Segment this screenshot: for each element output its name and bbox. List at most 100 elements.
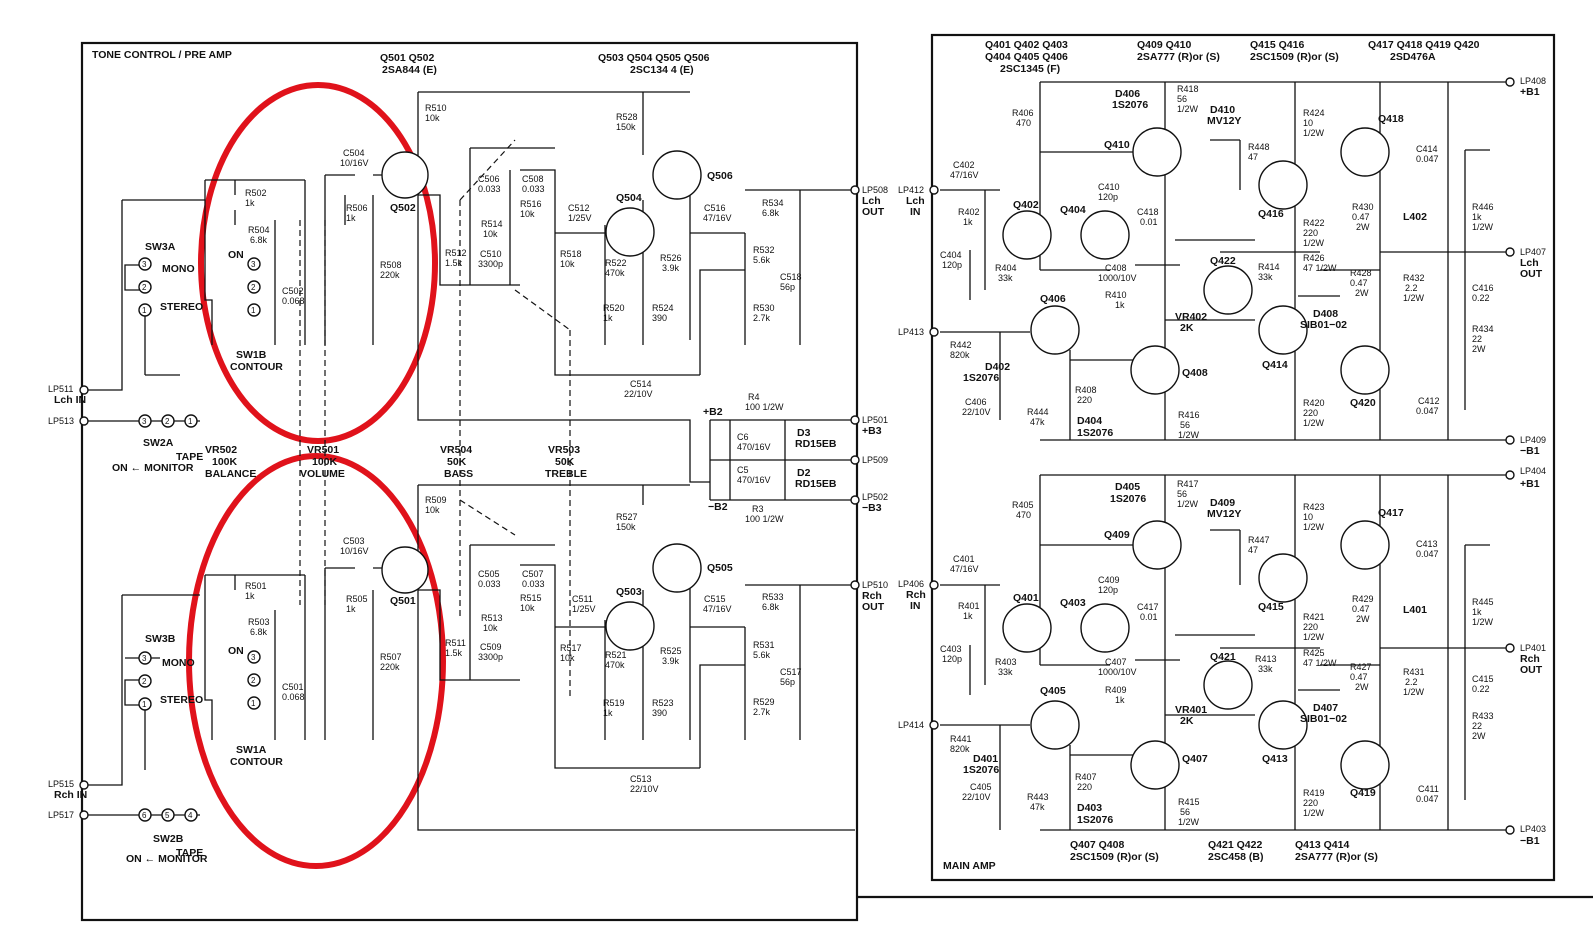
tone-label-c6v: 470/16V (737, 442, 771, 452)
pin-sw1b-0: 3 (251, 260, 256, 269)
tone-label-r3: R3 (752, 504, 764, 514)
terminal-lp412 (929, 185, 939, 195)
tone-label-c505: C505 (478, 569, 500, 579)
pin-sw3a-1: 2 (142, 283, 147, 292)
terminal-lp403 (1505, 825, 1515, 835)
main-label-r414v: 33k (1258, 272, 1273, 282)
tone-label-c508: C508 (522, 174, 544, 184)
main-label-r408v: 220 (1077, 395, 1092, 405)
transistor-q415 (1258, 553, 1308, 603)
pin-sw1a-1: 2 (251, 676, 256, 685)
main-label-q404: Q404 (1060, 204, 1086, 216)
main-label-q421: Q421 (1210, 651, 1236, 663)
tone-label-r531: R531 (753, 640, 775, 650)
main-label-r430: R430 (1352, 202, 1374, 212)
tone-label-r521v: 470k (605, 660, 625, 670)
terminal-lp501 (850, 415, 860, 425)
main-label-r432: R432 (1403, 273, 1425, 283)
tone-label-q501: Q501 (390, 595, 416, 607)
main-label-r442v: 820k (950, 350, 970, 360)
tone-label-sw1b: SW1B (236, 349, 267, 361)
main-label-lp408: LP408 (1520, 76, 1546, 86)
tone-label-r523v: 390 (652, 708, 667, 718)
tone-label-c514v: 22/10V (624, 389, 653, 399)
tone-label-r509: R509 (425, 495, 447, 505)
main-label-r414: R414 (1258, 262, 1280, 272)
tone-label-r505: R505 (346, 594, 368, 604)
main-label-r431: R431 (1403, 667, 1425, 677)
tone-label-c514: C514 (630, 379, 652, 389)
tone-label-r529: R529 (753, 697, 775, 707)
tone-label-r517v: 10k (560, 653, 575, 663)
main-label-pb1: +B1 (1520, 86, 1540, 98)
pin-sw1a-0: 3 (251, 653, 256, 662)
main-label-r448: R448 (1248, 142, 1270, 152)
tone-label-c5v: 470/16V (737, 475, 771, 485)
transistor-q410 (1132, 127, 1182, 177)
pin-sw3b-2: 1 (142, 700, 147, 709)
tone-label-d2: D2 (797, 467, 811, 479)
main-label-r404: R404 (995, 263, 1017, 273)
transistor-q405 (1030, 700, 1080, 750)
main-label-r428: R428 (1350, 268, 1372, 278)
main-amp-wiring (940, 81, 1508, 831)
transistor-q420 (1340, 345, 1390, 395)
tone-label-lp502: LP502 (862, 492, 888, 502)
main-label-c408: C408 (1105, 263, 1127, 273)
tone-label-onm2: ON ← MONITOR (126, 853, 208, 865)
tone-label-r519v: 1k (603, 708, 613, 718)
section-frames (80, 33, 1593, 922)
terminal-lp413 (929, 327, 939, 337)
terminal-lp511 (79, 385, 89, 395)
main-label-d408: D408 (1313, 308, 1338, 320)
main-label-d410: D410 (1210, 104, 1235, 116)
tone-label-c515: C515 (704, 594, 726, 604)
main-label-r410v: 1k (1115, 300, 1125, 310)
main-label-d403v: 1S2076 (1077, 814, 1113, 826)
main-label-r419v: 220 (1303, 798, 1318, 808)
tone-label-r502v: 1k (245, 198, 255, 208)
footer-q421-422: Q421 Q422 (1208, 839, 1262, 851)
pin-sw2a-1: 2 (165, 417, 170, 426)
tone-label-r510v: 10k (425, 113, 440, 123)
header-q404-406: Q404 Q405 Q406 (985, 51, 1068, 63)
main-label-r432w: 1/2W (1403, 293, 1425, 303)
main-label-r430v: 0.47 (1352, 212, 1370, 222)
tone-label-treb: TREBLE (545, 468, 587, 480)
main-label-q409: Q409 (1104, 529, 1130, 541)
terminal-lp502 (850, 495, 860, 505)
main-label-r428w: 2W (1355, 288, 1369, 298)
main-label-r441: R441 (950, 734, 972, 744)
transistor-q402 (1002, 210, 1052, 260)
tone-label-r512v: 1.5k (445, 258, 463, 268)
tone-label-r525v: 3.9k (662, 656, 680, 666)
tone-label-c517v: 56p (780, 677, 795, 687)
transistor-q413 (1258, 700, 1308, 750)
main-label-r424v: 10 (1303, 118, 1313, 128)
main-label-r418: R418 (1177, 84, 1199, 94)
main-label-c416v: 0.22 (1472, 293, 1490, 303)
tone-label-c510: C510 (480, 249, 502, 259)
main-label-r443: R443 (1027, 792, 1049, 802)
main-label-r433v: 22 (1472, 721, 1482, 731)
tone-label-rchout2: OUT (862, 601, 885, 613)
main-label-d402v: 1S2076 (963, 372, 999, 384)
tone-label-r512: R512 (445, 248, 467, 258)
tone-label-rchout: Rch (862, 590, 882, 602)
main-label-r444: R444 (1027, 407, 1049, 417)
tone-label-sw3a: SW3A (145, 241, 176, 253)
tone-label-q505: Q505 (707, 562, 733, 574)
tone-label-vr503v: 50K (555, 456, 575, 468)
transistor-q417 (1340, 520, 1390, 570)
main-label-r406v: 470 (1016, 118, 1031, 128)
tone-label-c502: C502 (282, 286, 304, 296)
tone-label-r514v: 10k (483, 229, 498, 239)
main-label-lp414: LP414 (898, 720, 924, 730)
tone-label-c509v: 3300p (478, 652, 503, 662)
tone-label-c6: C6 (737, 432, 749, 442)
tone-label-r527: R527 (616, 512, 638, 522)
main-label-d406v: 1S2076 (1112, 99, 1148, 111)
tone-label-onm: ON ← MONITOR (112, 462, 194, 474)
main-label-d407: D407 (1313, 702, 1338, 714)
